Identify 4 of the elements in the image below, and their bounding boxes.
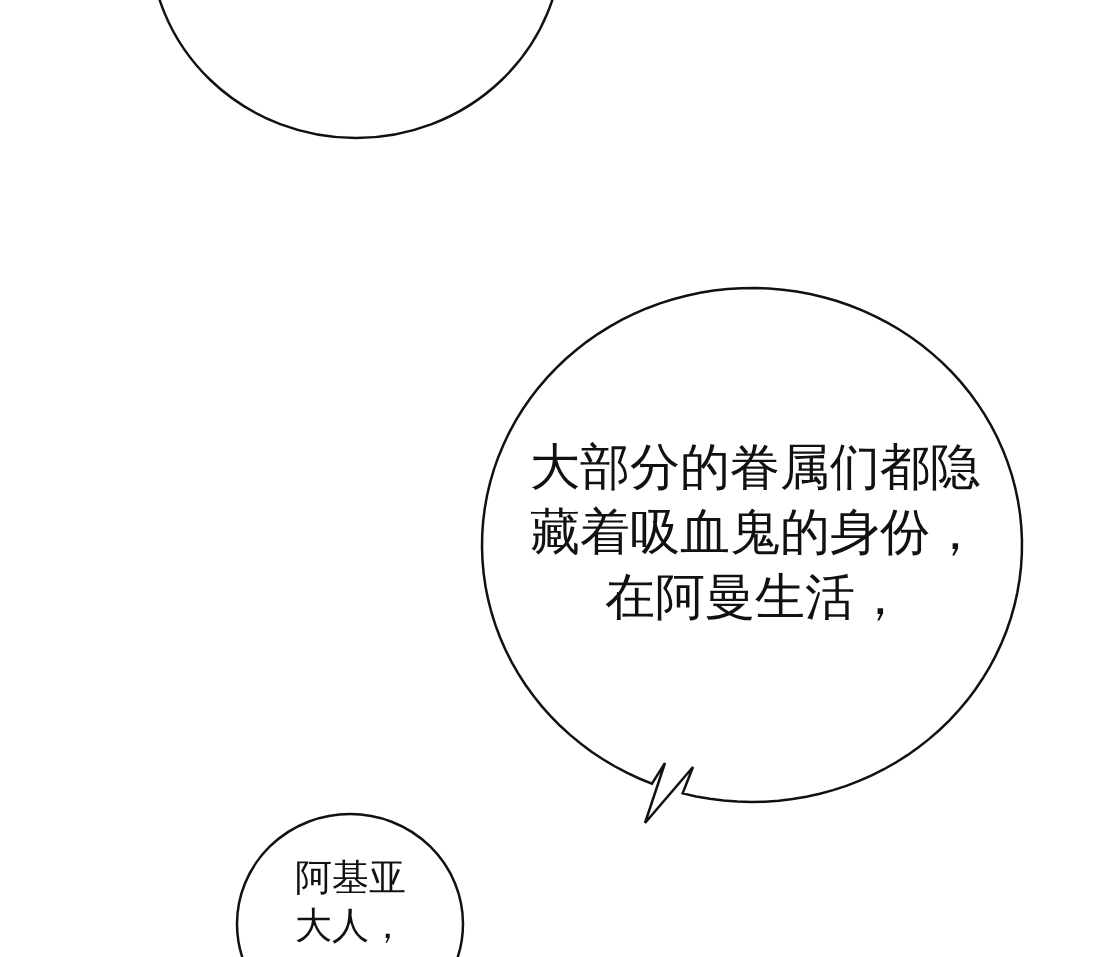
speech-text: 大部分的眷属们都隐藏着吸血鬼的身份，在阿曼生活， (529, 437, 981, 628)
speech-bubble (480, 285, 1025, 827)
speech-bubble (235, 812, 465, 957)
speech-text: 阿基亚大人， (293, 855, 407, 950)
